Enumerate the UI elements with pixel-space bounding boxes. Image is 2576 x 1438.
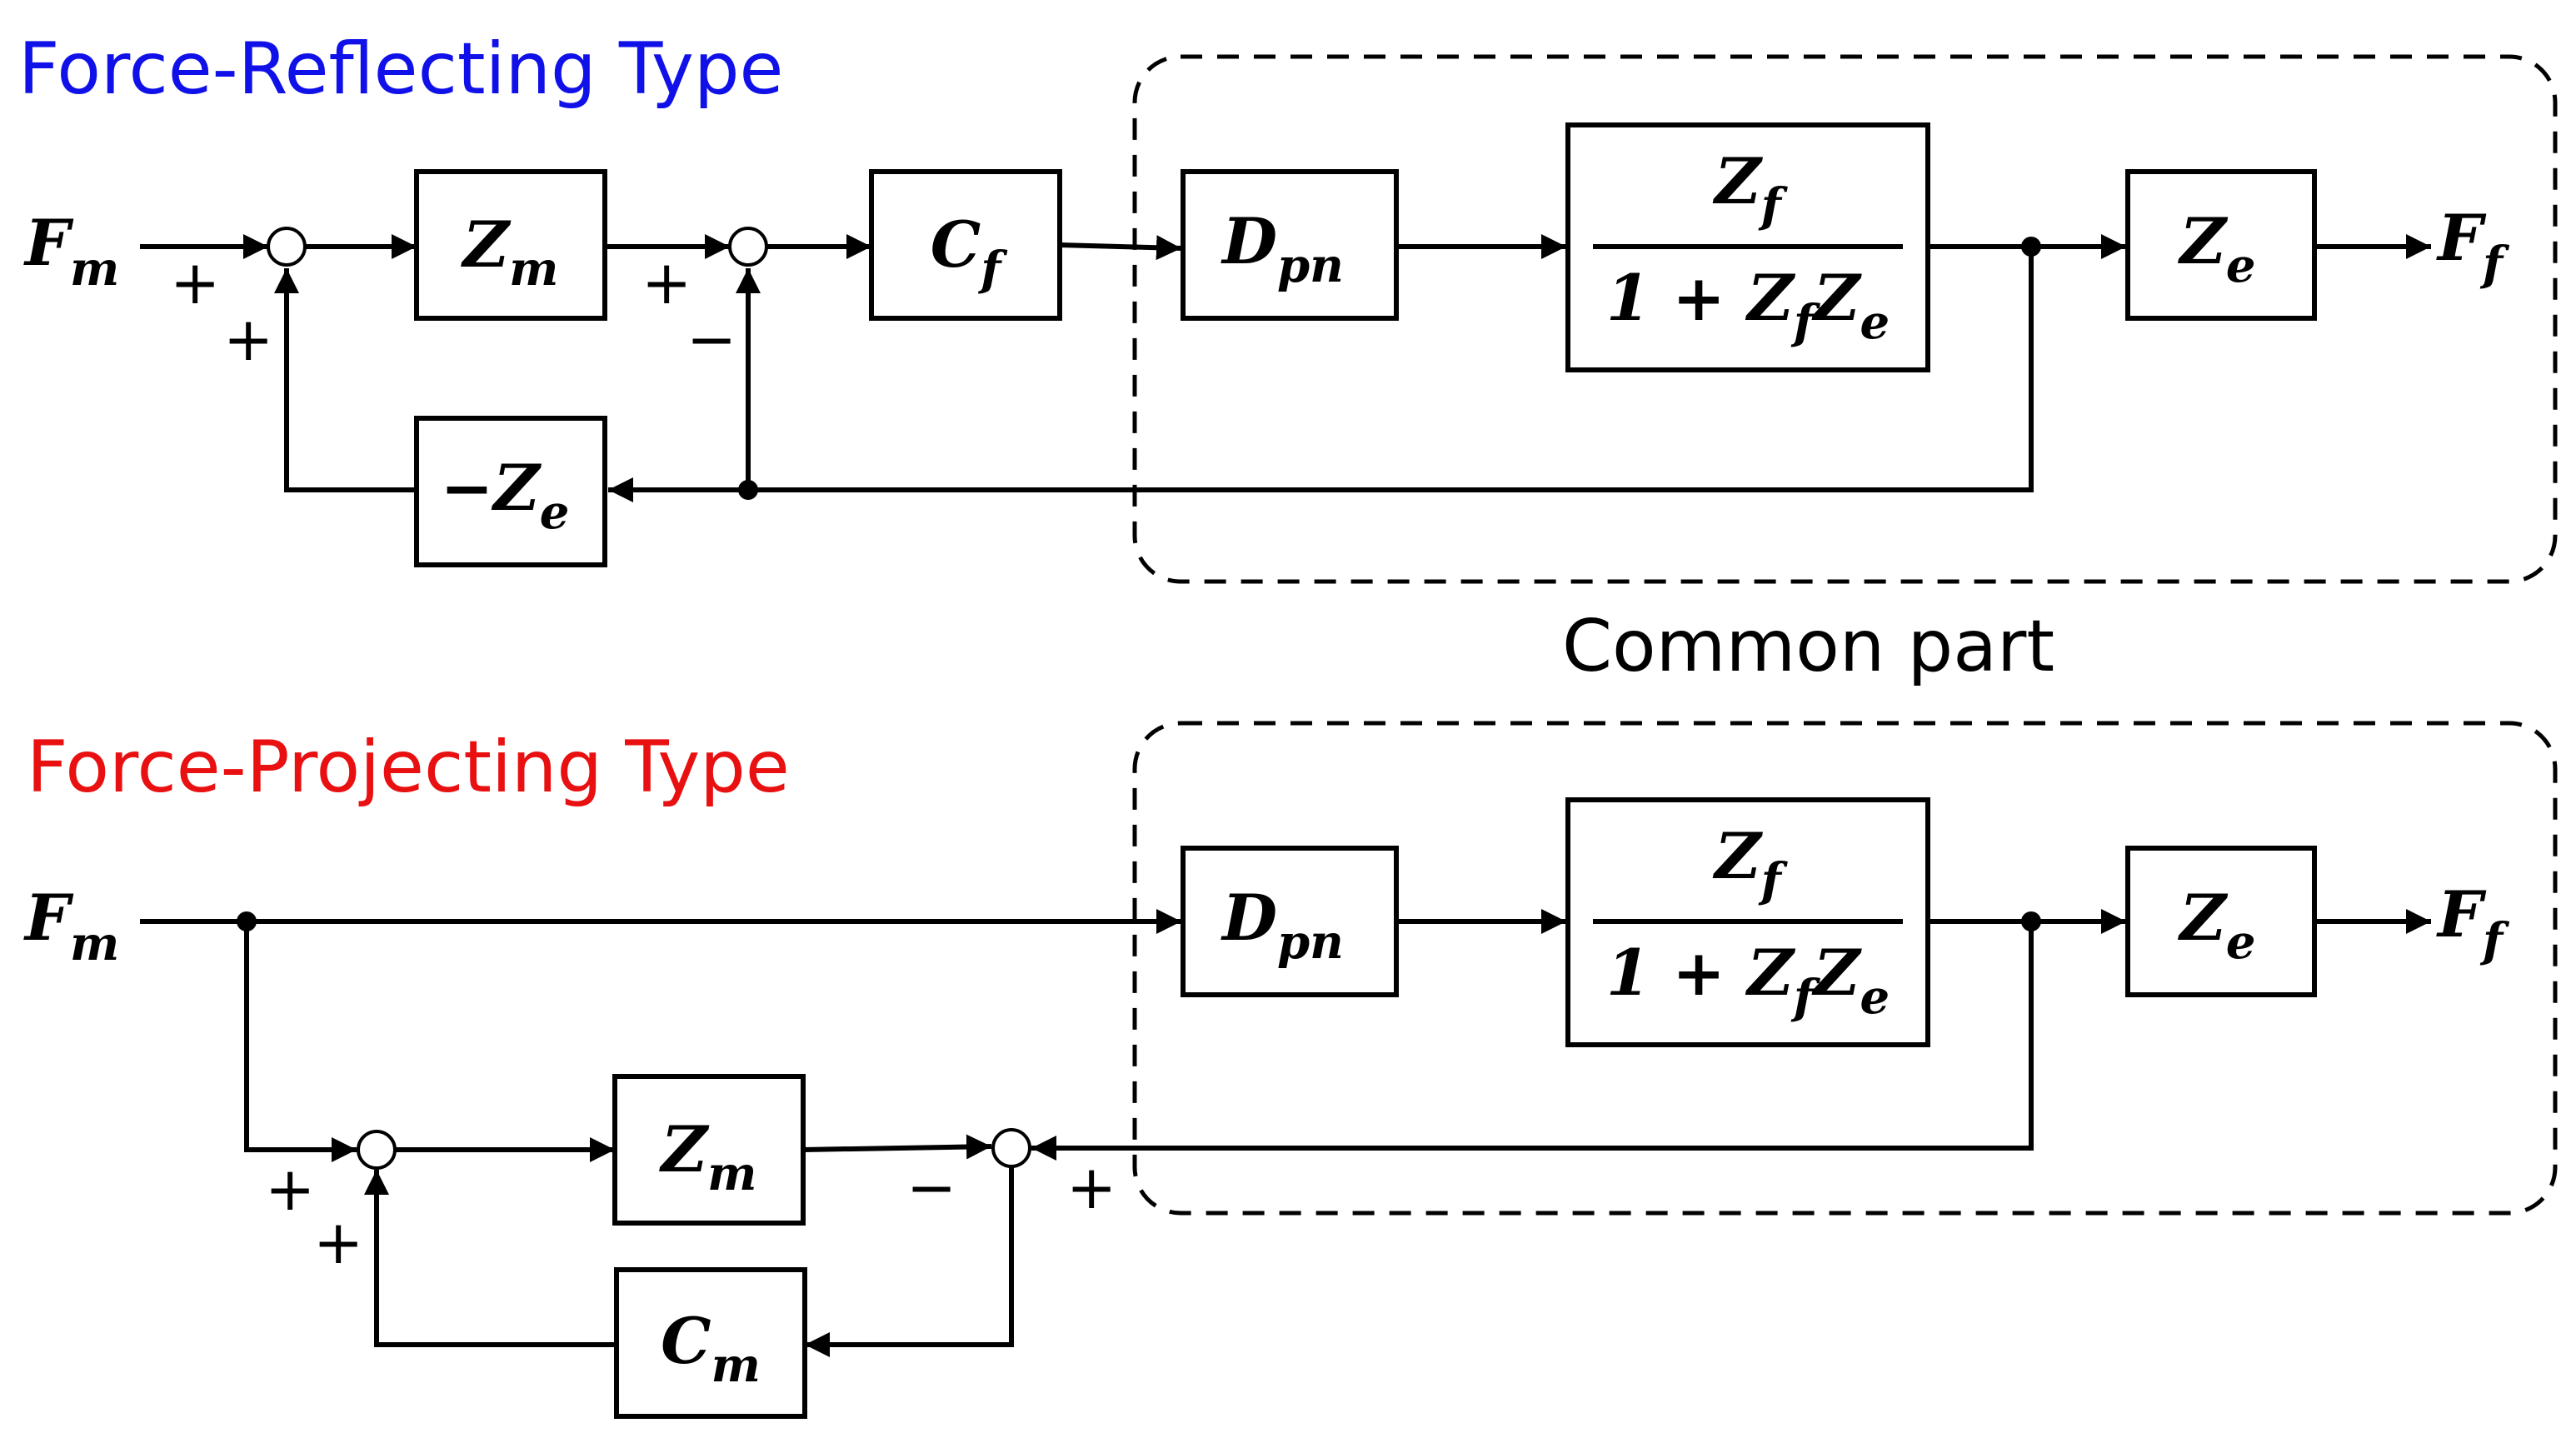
svg-text:Dpn: Dpn	[1221, 881, 1344, 970]
svg-text:Dpn: Dpn	[1221, 204, 1344, 293]
wire-feedback-from-output	[1031, 921, 2034, 1161]
junction-dot	[738, 480, 758, 500]
block-ze: Ze	[2125, 846, 2317, 997]
ff-output-label: Ff	[2436, 877, 2510, 968]
sign-plus: +	[265, 1154, 315, 1224]
wire-feedback-from-output	[608, 247, 2034, 502]
wire-negze-to-sum1	[274, 268, 417, 492]
common-part-region-bottom	[1132, 721, 2558, 1216]
force-reflecting-diagram: Fm + + + − Zm Cf	[23, 122, 2510, 567]
sign-plus: +	[642, 247, 691, 317]
top-title: Force-Reflecting Type	[18, 27, 783, 111]
block-ze: Ze	[2125, 169, 2317, 321]
wire-cm-to-sum1	[364, 1170, 617, 1347]
sign-plus: +	[313, 1207, 363, 1277]
sign-minus: −	[686, 304, 736, 374]
sign-minus: −	[906, 1152, 956, 1222]
summing-point	[357, 1130, 397, 1170]
svg-text:−Ze: −Ze	[441, 451, 570, 540]
block-transfer-fraction: Zf 1 + ZfZe	[1565, 122, 1930, 372]
wire-branch-to-sum1	[244, 921, 357, 1162]
junction-dot	[237, 911, 257, 931]
block-zm: Zm	[612, 1074, 806, 1226]
wire-zm-to-sum2	[802, 1134, 992, 1160]
common-part-label: Common part	[1562, 605, 2054, 688]
sign-plus: +	[1066, 1152, 1116, 1222]
junction-dot	[2021, 237, 2041, 257]
svg-text:Zm: Zm	[659, 1112, 757, 1201]
svg-text:1 + ZfZe: 1 + ZfZe	[1606, 261, 1890, 350]
block-zm: Zm	[414, 169, 607, 321]
block-cf: Cf	[869, 169, 1062, 321]
block-cm: Cm	[614, 1267, 807, 1419]
block-neg-ze: −Ze	[414, 416, 607, 567]
summing-point	[728, 227, 768, 267]
block-dpn: Dpn	[1181, 169, 1399, 321]
svg-text:1 + ZfZe: 1 + ZfZe	[1606, 936, 1890, 1025]
svg-text:Zf: Zf	[1712, 144, 1788, 233]
wire-cf-to-dpn	[1059, 235, 1182, 261]
svg-text:Cf: Cf	[931, 207, 1009, 297]
block-dpn: Dpn	[1181, 846, 1399, 997]
svg-text:Ze: Ze	[2177, 204, 2255, 293]
junction-dot	[2021, 911, 2041, 931]
fm-input-label: Fm	[23, 206, 119, 297]
block-transfer-fraction: Zf 1 + ZfZe	[1565, 797, 1930, 1047]
svg-text:Ze: Ze	[2177, 881, 2255, 970]
fm-input-label: Fm	[23, 881, 119, 971]
svg-text:Zm: Zm	[461, 207, 559, 297]
svg-text:Cm: Cm	[661, 1304, 761, 1393]
sign-plus: +	[170, 247, 220, 317]
bottom-title: Force-Projecting Type	[27, 726, 790, 809]
summing-point	[267, 227, 307, 267]
sign-plus: +	[223, 304, 273, 374]
common-part-region-top	[1132, 54, 2558, 584]
force-projecting-diagram: Fm + + − + Dpn Zf 1 + ZfZe	[23, 797, 2510, 1419]
summing-point	[991, 1128, 1031, 1168]
ff-output-label: Ff	[2436, 201, 2510, 292]
wire-sum2-to-cm	[805, 1166, 1014, 1357]
